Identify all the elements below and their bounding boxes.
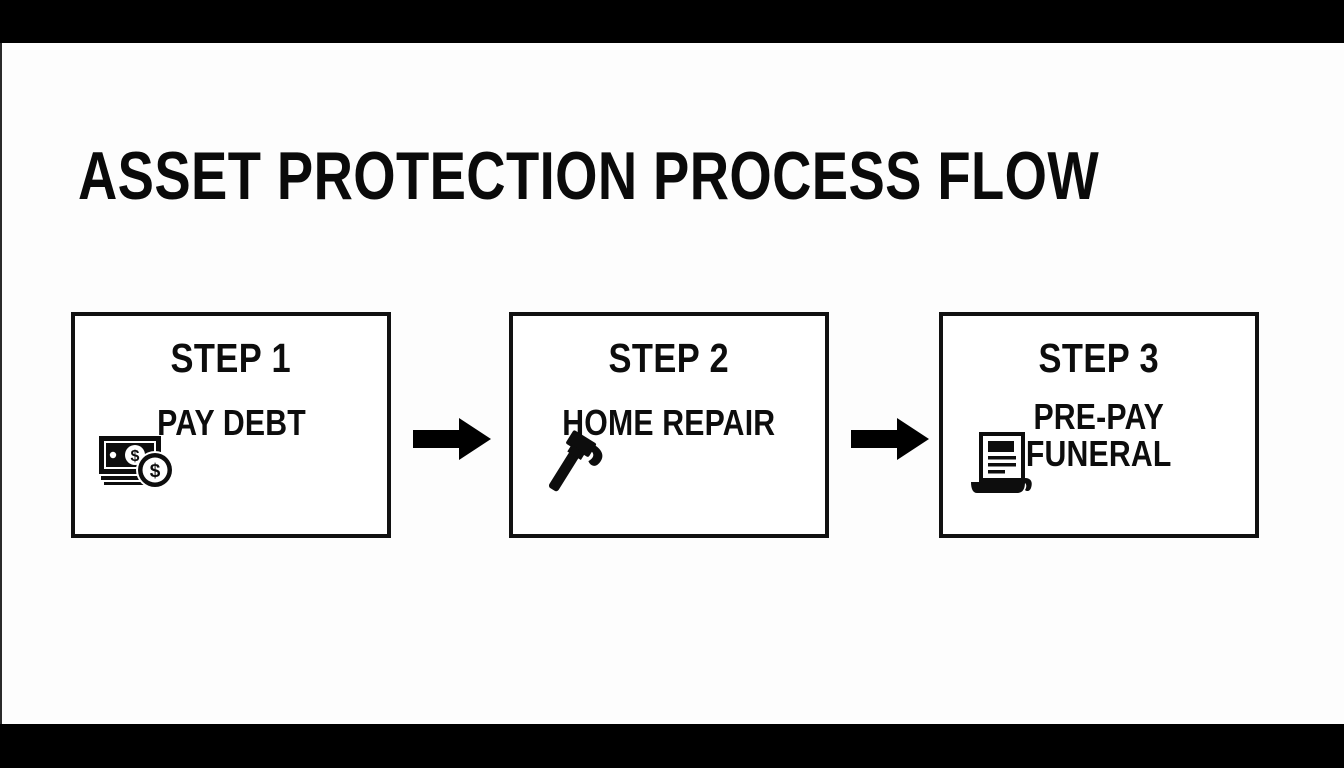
step-1-label: PAY DEBT — [75, 404, 387, 441]
step-3-label-line-2: FUNERAL — [1026, 433, 1172, 474]
step-3-heading: STEP 3 — [943, 338, 1255, 379]
step-3-heading-text: STEP 3 — [1038, 335, 1160, 381]
step-3-label-line-1: PRE-PAY — [1033, 396, 1165, 437]
step-card-1[interactable]: STEP 1 PAY DEBT $ — [71, 312, 391, 538]
left-edge-strip — [0, 43, 2, 724]
arrow-right-2-icon — [851, 417, 929, 461]
svg-text:$: $ — [131, 448, 140, 465]
step-1-label-line-1: PAY DEBT — [156, 402, 306, 443]
step-2-label-line-1: HOME REPAIR — [562, 402, 776, 443]
step-2-heading: STEP 2 — [513, 338, 825, 379]
step-1-heading: STEP 1 — [75, 338, 387, 379]
arrow-right-1-icon — [413, 417, 491, 461]
step-card-2[interactable]: STEP 2 HOME REPAIR — [509, 312, 829, 538]
step-card-3[interactable]: STEP 3 PRE-PAY FUNERAL — [939, 312, 1259, 538]
document-receipt-icon — [965, 426, 1049, 498]
step-1-heading-text: STEP 1 — [170, 335, 292, 381]
process-flow: STEP 1 PAY DEBT $ — [0, 312, 1344, 542]
page-title: ASSET PROTECTION PROCESS FLOW — [78, 138, 1100, 214]
step-3-label: PRE-PAY FUNERAL — [943, 398, 1255, 472]
letterbox-bar-bottom — [0, 724, 1344, 768]
hammer-icon — [535, 426, 619, 498]
step-2-label: HOME REPAIR — [513, 404, 825, 441]
money-banknote-coin-icon: $ $ — [97, 426, 181, 498]
step-2-heading-text: STEP 2 — [608, 335, 730, 381]
letterbox-bar-top — [0, 0, 1344, 43]
svg-text:$: $ — [150, 461, 161, 482]
